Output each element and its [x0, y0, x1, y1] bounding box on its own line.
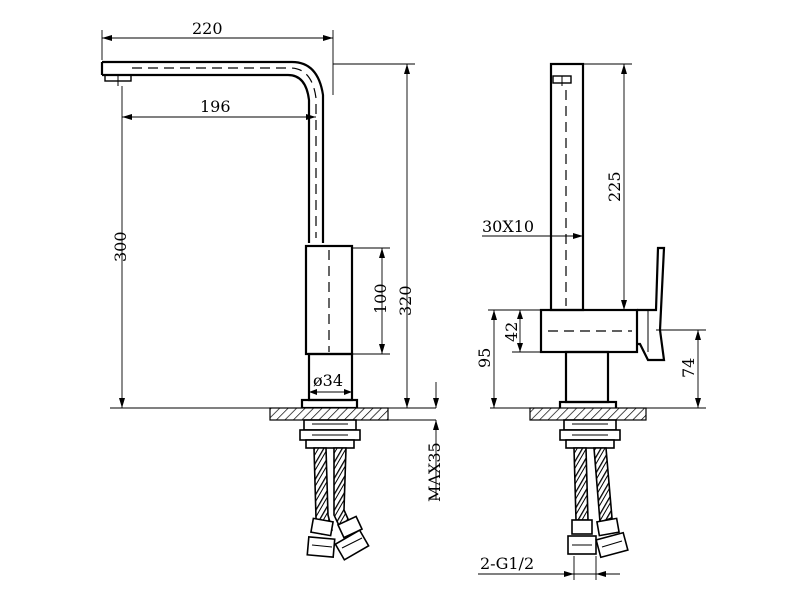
dim-42-label: 42 [502, 322, 521, 342]
front-view: 220 196 300 320 [100, 19, 444, 561]
dim-320-label: 320 [396, 285, 415, 316]
dim-2-g1-2: 2-G1/2 [478, 554, 620, 580]
dim-225: 225 [583, 63, 632, 310]
front-fixings [299, 419, 361, 449]
dim-34-label: ø34 [313, 371, 343, 390]
dim-320: 320 [333, 63, 415, 408]
side-hoses [567, 447, 629, 559]
dim-max35: MAX35 [425, 382, 444, 502]
side-deck [490, 407, 647, 421]
dim-30x10-label: 30X10 [482, 217, 534, 236]
side-view: 30X10 225 42 95 [475, 62, 706, 580]
dim-196-label: 196 [200, 97, 231, 116]
side-body [539, 246, 666, 412]
dim-220-label: 220 [192, 19, 223, 38]
dim-225-label: 225 [605, 171, 624, 202]
dim-42: 42 [502, 309, 541, 353]
dim-74-label: 74 [679, 358, 698, 378]
dim-74: 74 [646, 329, 706, 409]
dim-95: 95 [475, 309, 541, 408]
front-deck [269, 407, 436, 421]
front-spout [100, 60, 325, 243]
front-hoses [306, 447, 370, 561]
dim-95-label: 95 [475, 348, 494, 368]
dim-34: ø34 [309, 371, 352, 395]
dim-300: 300 [110, 125, 302, 409]
dim-100-label: 100 [371, 283, 390, 314]
dim-30x10: 30X10 [482, 217, 583, 239]
side-fixings [559, 419, 621, 449]
dim-100: 100 [352, 247, 390, 355]
dim-max35-label: MAX35 [425, 442, 444, 502]
side-spout [549, 62, 585, 312]
dim-220: 220 [101, 19, 334, 95]
front-body [300, 244, 359, 410]
dim-2-g1-2-label: 2-G1/2 [480, 554, 534, 573]
dim-196: 196 [121, 86, 316, 125]
dim-300-label: 300 [111, 231, 130, 262]
